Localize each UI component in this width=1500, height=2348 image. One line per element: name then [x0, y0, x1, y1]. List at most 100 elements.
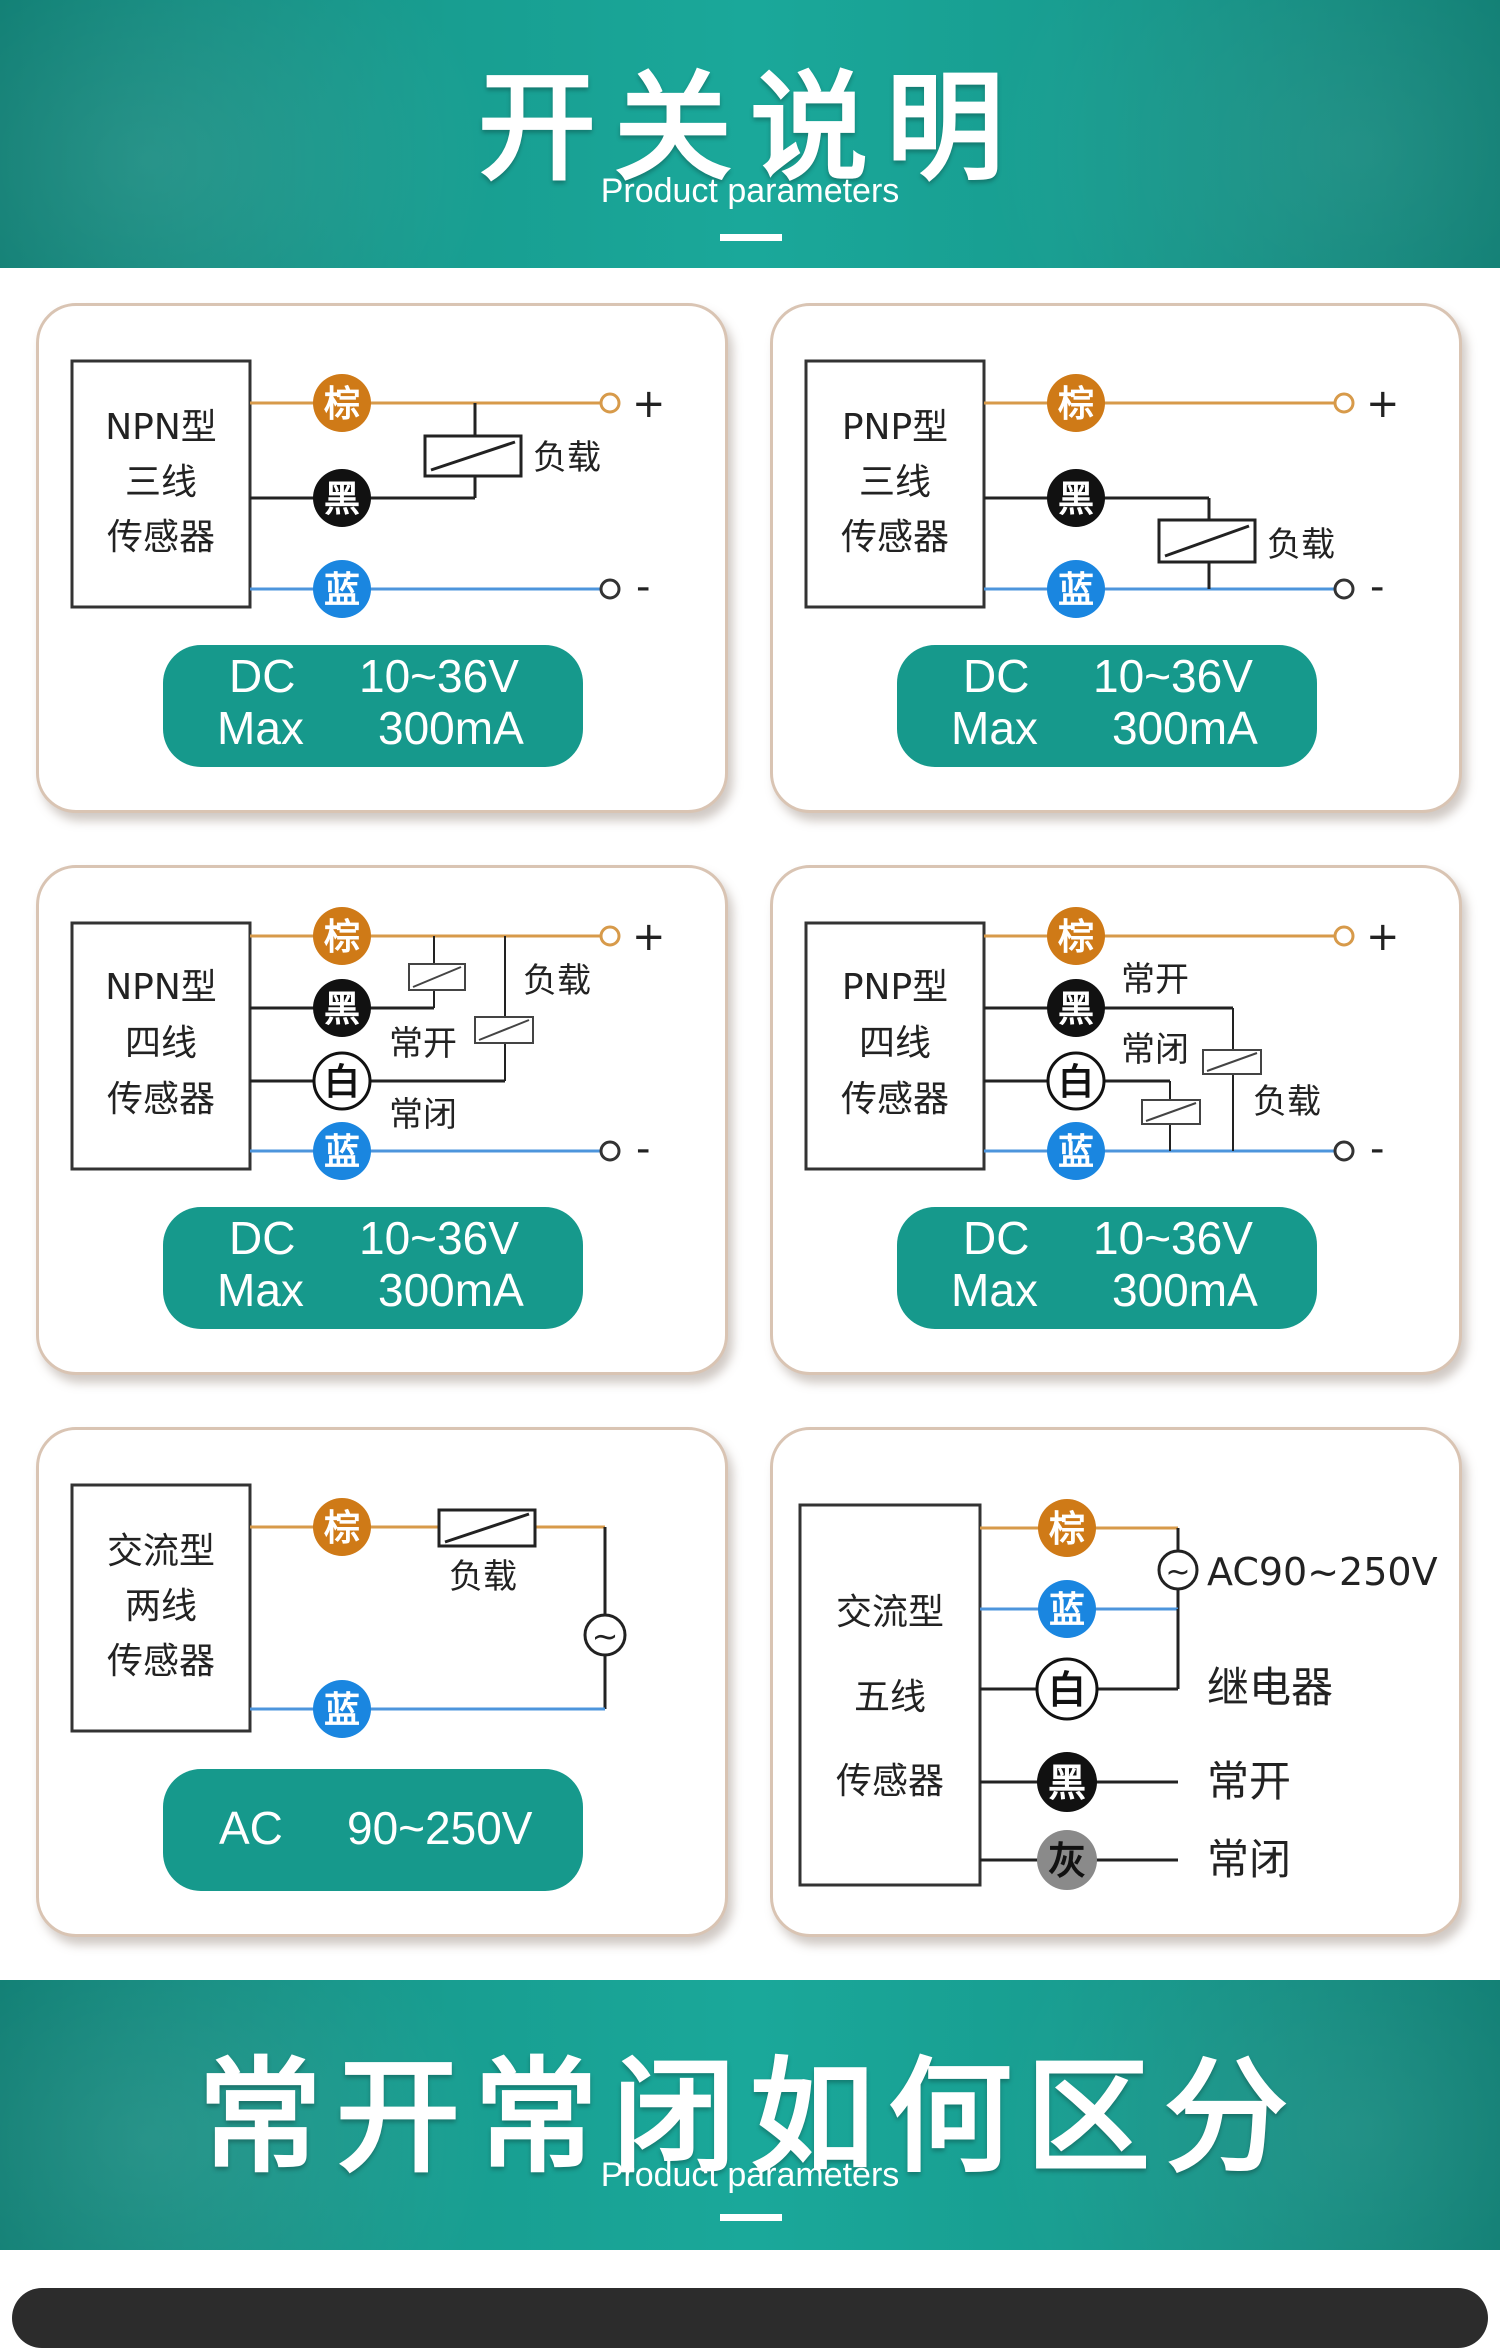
black-wire-label: 黑 — [1058, 479, 1094, 520]
positive-sign: + — [632, 914, 666, 960]
black-wire-label: 黑 — [1058, 989, 1094, 1030]
wiring-diagram-ac-2wire: 交流型 两线 传感器 负载 ~ 棕 蓝 — [70, 1483, 627, 1738]
black-wire-badge — [1047, 979, 1105, 1037]
next-section-bar — [12, 2288, 1488, 2348]
banner-sheen — [980, 1980, 1500, 2250]
card-npn-3wire: NPN型 三线 传感器 负载 + - 棕 黑 蓝 DC 10~36V Max 3… — [36, 303, 728, 813]
normally-open-label: 常开 — [389, 1024, 457, 1064]
blue-wire-label: 蓝 — [324, 570, 360, 611]
page-title: 开关说明 — [477, 59, 1022, 197]
section-subtitle: Product parameters — [600, 2156, 900, 2194]
negative-sign: - — [1370, 1126, 1384, 1172]
load-label: 负载 — [533, 438, 601, 478]
header-banner: 开关说明 Product parameters — [0, 0, 1500, 268]
load-label: 负载 — [1267, 525, 1335, 565]
gray-wire-label: 灰 — [1048, 1839, 1086, 1883]
black-wire-label: 黑 — [324, 479, 360, 520]
spec-value: 10~36V — [1093, 1212, 1253, 1264]
sensor-box — [70, 359, 252, 609]
spec-pill: DC 10~36V Max 300mA — [163, 645, 583, 767]
brown-wire-badge — [1047, 374, 1105, 432]
sensor-label-line3: 传感器 — [841, 1079, 949, 1120]
relay-coil-stroke — [412, 966, 462, 988]
blue-wire-badge — [1047, 1122, 1105, 1180]
black-wire-badge — [1047, 469, 1105, 527]
sensor-box — [798, 1503, 982, 1887]
blue-wire-label: 蓝 — [324, 1132, 360, 1173]
brown-wire-label: 棕 — [324, 917, 360, 958]
spec-key: DC — [963, 1212, 1030, 1264]
spec-key: Max — [951, 702, 1038, 754]
positive-terminal — [1333, 392, 1355, 414]
ac-source-icon — [583, 1613, 627, 1657]
positive-terminal — [599, 925, 621, 947]
spec-key: AC — [219, 1802, 283, 1854]
sensor-box — [804, 359, 986, 609]
normally-closed-label: 常闭 — [1121, 1030, 1189, 1070]
white-wire-badge — [1035, 1657, 1099, 1721]
spec-key: Max — [951, 1264, 1038, 1316]
sensor-label-line2: 三线 — [859, 462, 931, 503]
spec-pill: DC 10~36V Max 300mA — [163, 1207, 583, 1329]
brown-wire-badge — [313, 1498, 371, 1556]
sensor-label-line1: NPN型 — [105, 967, 217, 1008]
brown-wire-label: 棕 — [324, 384, 360, 425]
wiring-diagram-npn-3wire: NPN型 三线 传感器 负载 + - 棕 黑 蓝 — [70, 359, 666, 618]
brown-wire-label: 棕 — [324, 1508, 360, 1549]
white-wire-label: 白 — [324, 1062, 360, 1103]
sensor-box — [804, 921, 986, 1171]
title-underline — [720, 234, 782, 241]
section-underline — [720, 2214, 782, 2221]
sensor-label-line3: 传感器 — [107, 517, 215, 558]
sensor-label-line2: 四线 — [859, 1023, 931, 1064]
wiring-diagram-ac-5wire: 交流型 五线 传感器 ~ AC90~250V 继电器 常开 常闭 棕 蓝 白 黑… — [798, 1499, 1438, 1890]
normally-open-label: 常开 — [1121, 960, 1189, 1000]
positive-sign: + — [1366, 914, 1400, 960]
blue-wire-badge — [1038, 1580, 1096, 1638]
load-relay-coil — [1157, 518, 1257, 564]
spec-value: 300mA — [1112, 702, 1258, 754]
normally-closed-label: 常闭 — [1207, 1835, 1291, 1884]
wiring-diagram-pnp-4wire: PNP型 四线 传感器 常开 常闭 负载 + - 棕 黑 白 蓝 — [804, 907, 1400, 1180]
black-wire-label: 黑 — [1048, 1761, 1086, 1805]
blue-wire-label: 蓝 — [1058, 1132, 1094, 1173]
wiring-diagram-pnp-3wire: PNP型 三线 传感器 负载 + - 棕 黑 蓝 — [804, 359, 1400, 618]
relay-coil-stroke — [1164, 524, 1250, 558]
ac-symbol: ~ — [592, 1617, 619, 1655]
spec-key: Max — [217, 702, 304, 754]
card-npn-4wire: NPN型 四线 传感器 负载 常开 常闭 + - 棕 黑 白 蓝 DC 10~3… — [36, 865, 728, 1375]
sensor-box — [70, 921, 252, 1171]
blue-wire-badge — [1047, 560, 1105, 618]
negative-terminal — [599, 578, 621, 600]
sensor-label-line3: 传感器 — [107, 1641, 215, 1682]
load-label: 负载 — [523, 961, 591, 1001]
spec-value: 300mA — [378, 702, 524, 754]
spec-pill: DC 10~36V Max 300mA — [897, 645, 1317, 767]
spec-value: 300mA — [378, 1264, 524, 1316]
relay-coil-stroke — [478, 1019, 530, 1041]
negative-terminal — [1333, 578, 1355, 600]
negative-sign: - — [636, 564, 650, 610]
positive-sign: + — [632, 381, 666, 427]
white-wire-badge — [1046, 1051, 1106, 1111]
load-label: 负载 — [1253, 1082, 1321, 1122]
black-wire-label: 黑 — [324, 989, 360, 1030]
spec-key: DC — [963, 650, 1030, 702]
sensor-label-line3: 传感器 — [107, 1079, 215, 1120]
relay-coil-stroke — [430, 440, 516, 472]
banner-sheen — [0, 1980, 500, 2250]
card-ac-2wire: 交流型 两线 传感器 负载 ~ 棕 蓝 AC 90~250V — [36, 1427, 728, 1937]
ac-symbol: ~ — [1165, 1555, 1190, 1590]
blue-wire-badge — [313, 1680, 371, 1738]
blue-wire-badge — [313, 560, 371, 618]
white-wire-badge — [312, 1051, 372, 1111]
blue-wire-label: 蓝 — [1058, 570, 1094, 611]
normally-closed-label: 常闭 — [389, 1095, 457, 1135]
relay-label: 继电器 — [1207, 1663, 1333, 1712]
relay-coil-stroke — [444, 1512, 530, 1544]
banner-sheen — [0, 0, 500, 268]
positive-terminal — [1333, 925, 1355, 947]
white-wire-label: 白 — [1058, 1062, 1094, 1103]
spec-value: 300mA — [1112, 1264, 1258, 1316]
black-wire-badge — [313, 979, 371, 1037]
